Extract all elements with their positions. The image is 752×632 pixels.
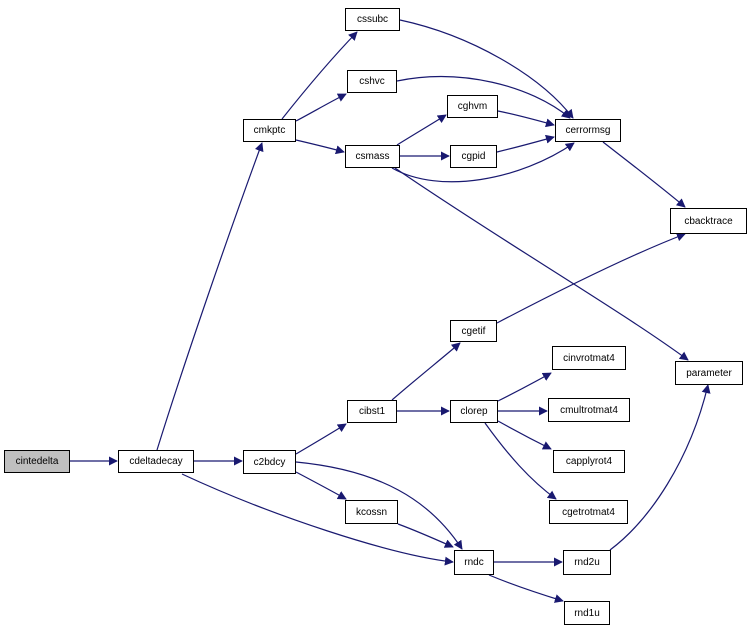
node-parameter[interactable]: parameter [675,361,743,385]
edge-cshvc-to-cerrormsg [396,76,571,119]
edge-csmass-to-cghvm [396,114,447,146]
node-cshvc[interactable]: cshvc [347,70,397,93]
node-cgpid[interactable]: cgpid [450,145,497,168]
edge-c2bdcy-to-rndc [295,461,463,550]
edge-cdeltadecay-to-cmkptc [156,142,264,451]
node-cdeltadecay[interactable]: cdeltadecay [118,450,194,473]
node-c2bdcy[interactable]: c2bdcy [243,450,296,474]
edge-cerrormsg-to-cbacktrace [602,141,686,208]
node-rnd2u[interactable]: rnd2u [563,550,611,575]
node-cmkptc[interactable]: cmkptc [243,119,296,142]
node-cssubc[interactable]: cssubc [345,8,400,31]
node-kcossn[interactable]: kcossn [345,500,398,524]
edge-clorep-to-cinvrotmat4 [497,372,552,402]
edge-rnd2u-to-parameter [609,384,711,551]
edge-cgpid-to-cerrormsg [496,134,555,153]
edge-clorep-to-cgetrotmat4 [484,422,557,500]
node-clorep[interactable]: clorep [450,400,498,423]
node-cgetif[interactable]: cgetif [450,320,497,342]
edge-csmass-to-cerrormsg [391,142,575,183]
edge-c2bdcy-to-cibst1 [295,423,347,455]
node-capplyrot4[interactable]: capplyrot4 [553,450,625,473]
edge-clorep-to-capplyrot4 [497,420,552,450]
node-cerrormsg[interactable]: cerrormsg [555,119,621,142]
node-cghvm[interactable]: cghvm [447,95,498,118]
edge-kcossn-to-rndc [397,523,454,548]
edge-rndc-to-rnd1u [488,574,564,603]
edge-cghvm-to-cerrormsg [497,110,555,128]
node-csmass[interactable]: csmass [345,145,400,168]
edge-cssubc-to-cerrormsg [399,19,574,119]
node-cintedelta[interactable]: cintedelta [4,450,70,473]
node-cibst1[interactable]: cibst1 [347,400,397,423]
edge-cmkptc-to-cssubc [281,31,358,120]
edge-cgetif-to-cbacktrace [496,232,686,324]
node-cinvrotmat4[interactable]: cinvrotmat4 [552,346,626,370]
node-rnd1u[interactable]: rnd1u [564,601,610,625]
edge-csmass-to-parameter [394,167,689,361]
edge-cmkptc-to-csmass [295,139,345,155]
node-cgetrotmat4[interactable]: cgetrotmat4 [549,500,628,524]
edge-cmkptc-to-cshvc [295,93,347,122]
node-cbacktrace[interactable]: cbacktrace [670,208,747,234]
edge-c2bdcy-to-kcossn [295,471,347,500]
node-cmultrotmat4[interactable]: cmultrotmat4 [548,398,630,422]
edge-cibst1-to-cgetif [391,342,461,401]
node-rndc[interactable]: rndc [454,550,494,575]
edge-cdeltadecay-to-rndc [181,473,454,566]
